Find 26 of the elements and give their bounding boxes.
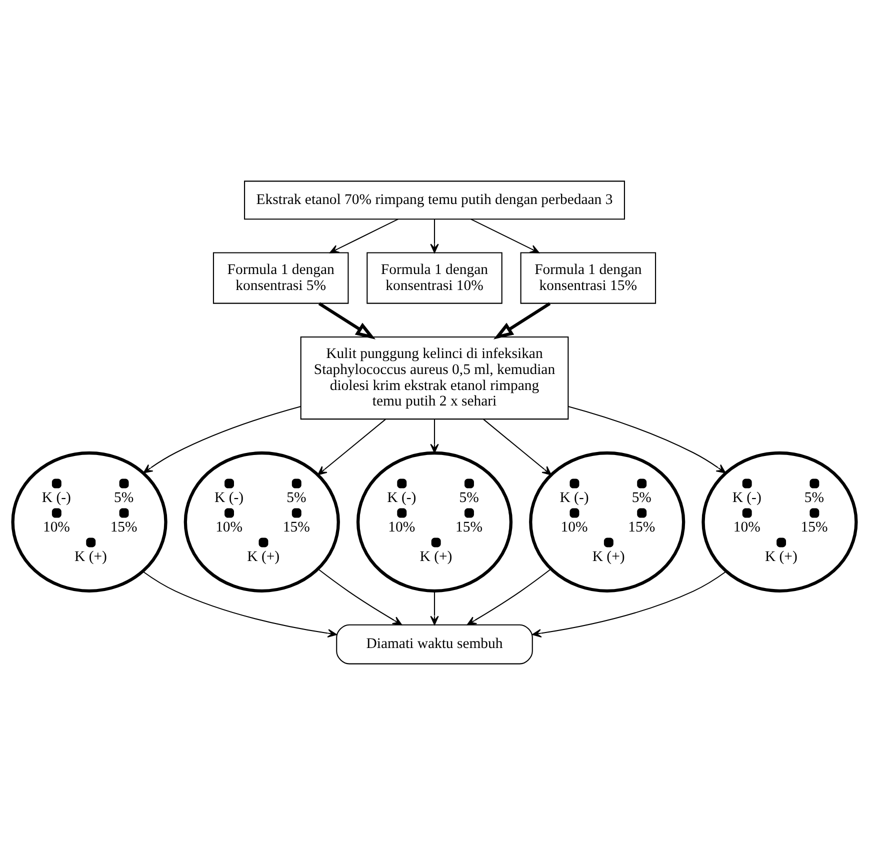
node-circle: K (-) 5% 10% 15% K (+) [11, 450, 168, 592]
arrow [142, 570, 337, 638]
arrow [143, 405, 301, 473]
arrow [330, 218, 398, 253]
node-box: Kulit punggung kelinci di infeksikan Staphylococcus aureus 0,5 ml, kemudian diolesi krim ekstrak etanol rimpang temu putih 2 x sehari [300, 336, 569, 420]
node-box: Formula 1 dengan konsentrasi 5% [212, 252, 349, 304]
arrow [430, 418, 439, 453]
node-circle: K (-) 5% 10% 15% K (+) [356, 450, 513, 592]
node-box: Formula 1 dengan konsentrasi 15% [520, 252, 656, 304]
arrow [568, 405, 726, 473]
arrow [483, 418, 552, 475]
node-circle: K (-) 5% 10% 15% K (+) [184, 450, 340, 592]
arrow [493, 302, 551, 339]
node-box: Ekstrak etanol 70% rimpang temu putih dengan perbedaan 3 [244, 180, 625, 220]
arrow [430, 590, 439, 625]
node-circle: K (-) 5% 10% 15% K (+) [529, 450, 686, 592]
arrow [470, 218, 540, 253]
node-box: Formula 1 dengan konsentrasi 10% [366, 252, 502, 304]
node-box: Diamati waktu sembuh [336, 624, 533, 664]
node-circle: K (-) 5% 10% 15% K (+) [702, 450, 858, 592]
arrow [466, 568, 552, 625]
arrow [318, 568, 402, 625]
arrow [532, 570, 726, 638]
arrow [318, 418, 386, 475]
arrow [430, 218, 439, 253]
arrow [318, 302, 376, 339]
